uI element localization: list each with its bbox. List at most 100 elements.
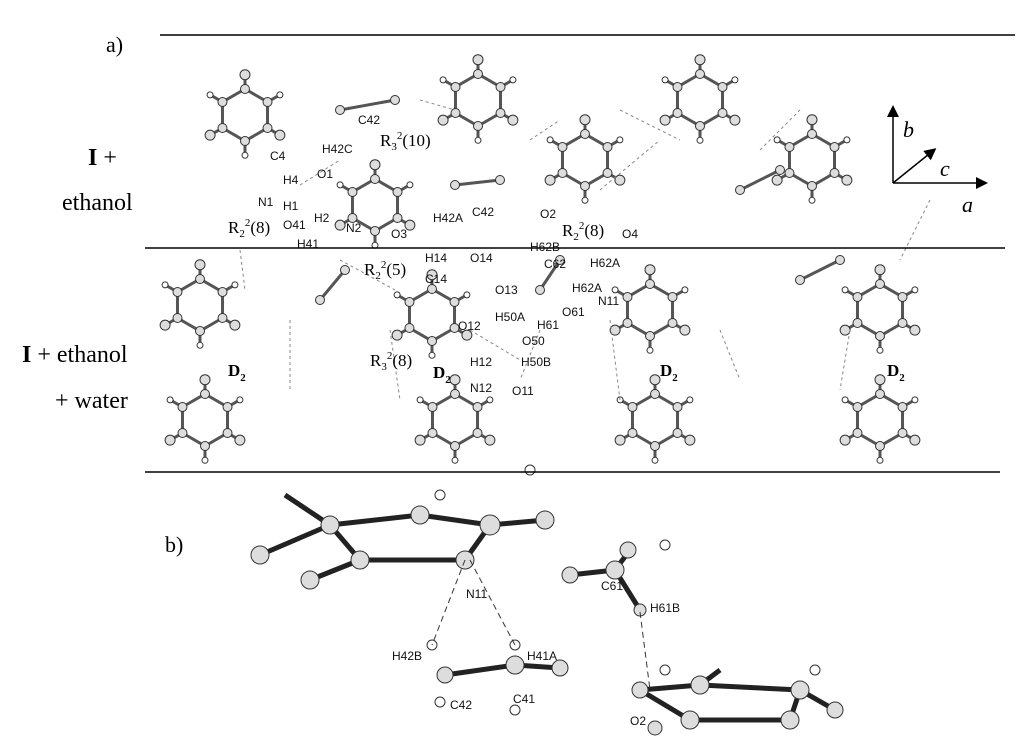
motif-r22-8-right: R22(8): [562, 220, 604, 243]
atom: [217, 287, 228, 297]
atom: [614, 434, 626, 446]
atom-label: C62: [544, 257, 566, 271]
atom: [222, 402, 233, 412]
atom-label: H14: [425, 251, 447, 265]
atom: [196, 341, 204, 349]
atom: [172, 313, 183, 323]
atom: [806, 114, 818, 126]
atom: [495, 108, 506, 118]
atom: [875, 389, 885, 399]
atom: [300, 570, 320, 590]
atom: [404, 219, 416, 231]
atom: [602, 142, 613, 152]
atom: [450, 82, 461, 92]
atom: [829, 168, 840, 178]
atom: [580, 129, 590, 139]
hydrogen-atom: [509, 704, 521, 716]
atom-label: O4: [622, 227, 638, 241]
atom: [177, 402, 188, 412]
atom-label: H50B: [521, 355, 551, 369]
atom: [262, 123, 273, 133]
atom: [667, 292, 678, 302]
atom: [631, 681, 649, 699]
atom-label: N11: [466, 587, 487, 601]
atom: [645, 331, 655, 341]
ring-bond: [430, 392, 480, 448]
motif-d2: D2: [887, 361, 905, 384]
atom: [627, 402, 638, 412]
atom: [807, 129, 817, 139]
atom: [340, 265, 350, 275]
atom: [473, 121, 483, 131]
atom: [159, 319, 171, 331]
atom: [650, 389, 660, 399]
atom: [852, 428, 863, 438]
atom: [335, 105, 345, 115]
atom: [391, 329, 403, 341]
atom: [557, 168, 568, 178]
atom: [199, 374, 211, 386]
atom: [461, 329, 473, 341]
atom: [874, 264, 886, 276]
atom-label: C41: [513, 692, 535, 706]
atom: [347, 213, 358, 223]
atom: [195, 326, 205, 336]
atom: [616, 136, 624, 144]
axes-indicator: a b c: [887, 105, 988, 217]
atom: [231, 281, 239, 289]
hydrogen-bond: [339, 259, 396, 291]
hydrogen-bond: [431, 559, 466, 646]
atom: [201, 456, 209, 464]
atom: [451, 456, 459, 464]
motif-r32-8: R32(8): [370, 350, 412, 373]
atom: [479, 514, 501, 536]
axis-a-label: a: [962, 192, 973, 217]
hydrogen-atom: [509, 639, 521, 651]
atom: [546, 136, 554, 144]
atom-label: C14: [425, 272, 447, 286]
panel-b-label: b): [165, 532, 183, 557]
atom-label: H62A: [590, 256, 620, 270]
row1-label-line1: I +: [88, 145, 117, 171]
atom-label: O12: [458, 319, 481, 333]
ring-bond: [630, 392, 680, 448]
atom-label: O50: [522, 334, 545, 348]
atom: [370, 226, 380, 236]
atom: [414, 434, 426, 446]
atom: [450, 389, 460, 399]
atom: [696, 136, 704, 144]
atom: [472, 428, 483, 438]
hydrogen-bond: [639, 611, 651, 691]
atom: [463, 291, 471, 299]
atom: [672, 428, 683, 438]
atom: [911, 396, 919, 404]
atom: [784, 168, 795, 178]
atom: [426, 269, 438, 281]
atom: [672, 402, 683, 412]
atom: [561, 566, 579, 584]
hydrogen-bond: [599, 139, 661, 191]
ring-bond: [787, 132, 837, 188]
atom: [472, 54, 484, 66]
atom: [619, 541, 637, 559]
atom: [217, 97, 228, 107]
atom: [875, 331, 885, 341]
atom: [250, 545, 270, 565]
atom: [262, 97, 273, 107]
atom: [436, 666, 454, 684]
atom: [633, 603, 647, 617]
atom: [843, 136, 851, 144]
atom: [852, 402, 863, 412]
atom: [427, 402, 438, 412]
atom: [681, 286, 689, 294]
atom: [557, 142, 568, 152]
atom-labels-a: C4 H42C C42 O1 H4 N1 H1 O41 H2 N2 H41 H4…: [258, 113, 638, 398]
atom: [909, 434, 921, 446]
atom: [416, 396, 424, 404]
atom: [605, 560, 625, 580]
motif-r22-8-left: R22(8): [228, 217, 270, 240]
atom: [808, 196, 816, 204]
row1-label-line2: ethanol: [62, 190, 133, 216]
atom: [807, 181, 817, 191]
atom: [735, 185, 745, 195]
